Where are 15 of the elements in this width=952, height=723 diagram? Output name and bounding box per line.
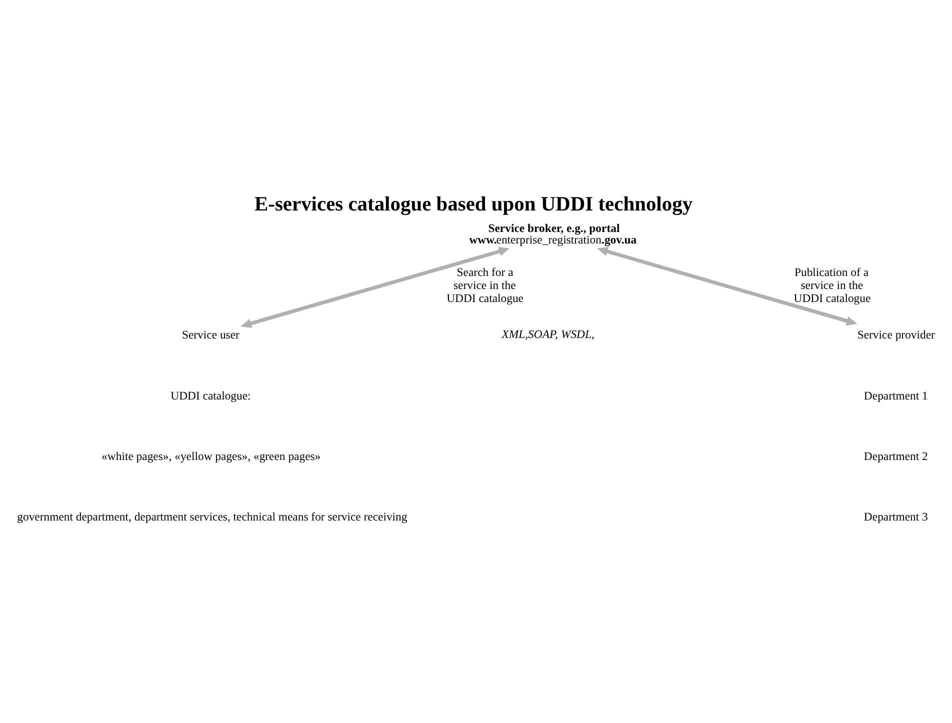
node-text: Service broker, e.g., portal www.enterprise_registration.gov.ua — [469, 222, 637, 247]
label: UDDI catalogue: — [170, 389, 251, 402]
label: XML,SOAP, WSDL, — [502, 328, 594, 341]
diagram-title: E-services catalogue based upon UDDI technology — [254, 193, 693, 216]
node-text: Service user — [182, 328, 240, 342]
label: government department, department services, technical means for service receiving — [17, 510, 408, 524]
label: Department 3 — [864, 510, 928, 524]
label: «white pages», «yellow pages», «green pages» — [102, 450, 321, 464]
edge-label: Search for a service in the UDDI catalogue — [446, 266, 524, 306]
arrow — [596, 246, 858, 326]
label: Department 2 — [864, 450, 928, 464]
edge-label: Publication of a service in the UDDI catalogue — [794, 266, 871, 306]
node-text: Service provider — [857, 328, 935, 342]
arrow — [240, 246, 510, 328]
label: Department 1 — [864, 389, 928, 402]
